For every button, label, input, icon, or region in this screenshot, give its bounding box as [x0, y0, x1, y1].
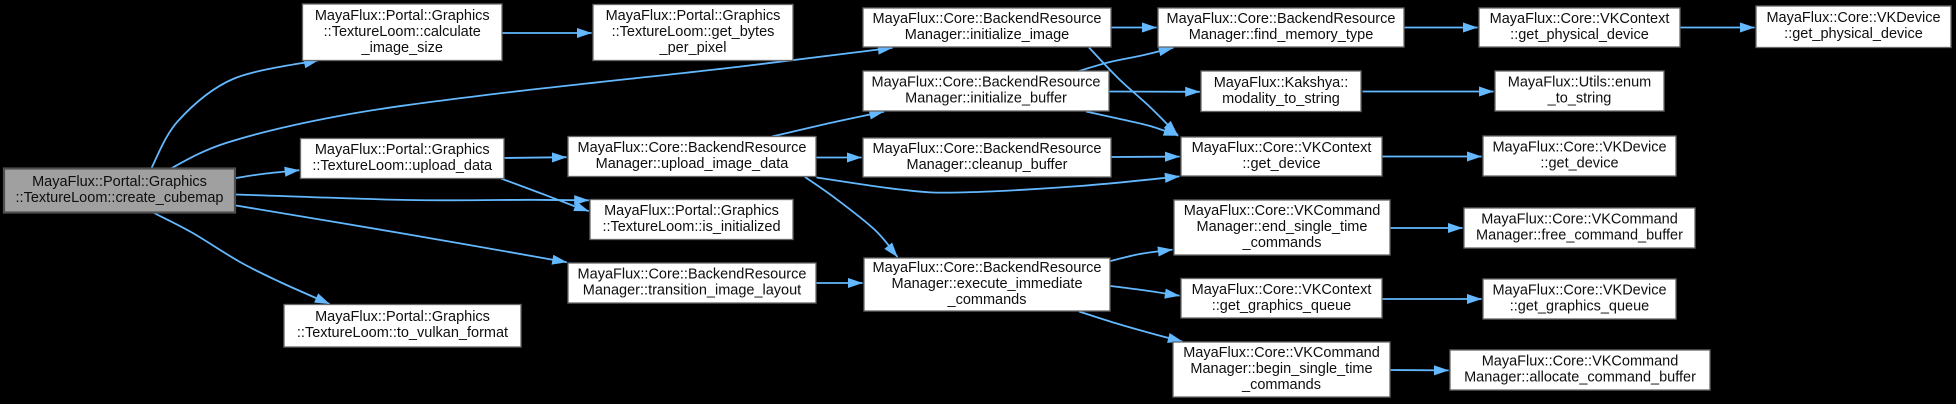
svg-text:MayaFlux::Core::VKDevice: MayaFlux::Core::VKDevice — [1492, 283, 1666, 299]
svg-text:_per_pixel: _per_pixel — [659, 40, 727, 56]
svg-text:MayaFlux::Portal::Graphics: MayaFlux::Portal::Graphics — [32, 174, 207, 190]
svg-text:MayaFlux::Core::BackendResourc: MayaFlux::Core::BackendResource — [872, 75, 1101, 91]
svg-text:Manager::find_memory_type: Manager::find_memory_type — [1189, 27, 1374, 43]
svg-text:MayaFlux::Core::BackendResourc: MayaFlux::Core::BackendResource — [873, 11, 1102, 27]
svg-text:Manager::allocate_command_buff: Manager::allocate_command_buffer — [1464, 370, 1696, 386]
svg-text:::get_physical_device: ::get_physical_device — [1784, 26, 1923, 42]
svg-text:_commands: _commands — [1241, 377, 1321, 393]
svg-text:MayaFlux::Core::VKCommand: MayaFlux::Core::VKCommand — [1184, 203, 1381, 219]
svg-text:_commands: _commands — [1242, 235, 1322, 251]
svg-text:MayaFlux::Core::BackendResourc: MayaFlux::Core::BackendResource — [873, 141, 1102, 157]
svg-text:::TextureLoom::get_bytes: ::TextureLoom::get_bytes — [612, 24, 775, 40]
svg-text:MayaFlux::Utils::enum: MayaFlux::Utils::enum — [1508, 75, 1651, 91]
svg-text:MayaFlux::Core::VKDevice: MayaFlux::Core::VKDevice — [1766, 10, 1940, 26]
svg-text:::TextureLoom::is_initialized: ::TextureLoom::is_initialized — [602, 219, 780, 235]
svg-text:Manager::execute_immediate: Manager::execute_immediate — [891, 276, 1082, 292]
svg-text:MayaFlux::Core::VKCommand: MayaFlux::Core::VKCommand — [1183, 345, 1380, 361]
svg-text:MayaFlux::Portal::Graphics: MayaFlux::Portal::Graphics — [315, 8, 490, 24]
svg-text:MayaFlux::Core::BackendResourc: MayaFlux::Core::BackendResource — [578, 140, 807, 156]
svg-text:MayaFlux::Core::VKDevice: MayaFlux::Core::VKDevice — [1492, 140, 1666, 156]
svg-text:MayaFlux::Portal::Graphics: MayaFlux::Portal::Graphics — [315, 309, 490, 325]
svg-text:::TextureLoom::upload_data: ::TextureLoom::upload_data — [312, 158, 493, 174]
svg-text:MayaFlux::Core::BackendResourc: MayaFlux::Core::BackendResource — [873, 260, 1102, 276]
svg-text:::get_graphics_queue: ::get_graphics_queue — [1510, 299, 1649, 315]
svg-text:::TextureLoom::to_vulkan_forma: ::TextureLoom::to_vulkan_format — [297, 325, 508, 341]
svg-text:_to_string: _to_string — [1547, 91, 1612, 107]
svg-text:MayaFlux::Core::VKContext: MayaFlux::Core::VKContext — [1490, 11, 1670, 27]
svg-text:MayaFlux::Core::VKCommand: MayaFlux::Core::VKCommand — [1481, 212, 1678, 228]
svg-text:MayaFlux::Core::VKContext: MayaFlux::Core::VKContext — [1192, 282, 1372, 298]
svg-text:Manager::end_single_time: Manager::end_single_time — [1197, 219, 1368, 235]
svg-text:MayaFlux::Portal::Graphics: MayaFlux::Portal::Graphics — [604, 203, 779, 219]
svg-text:MayaFlux::Kakshya::: MayaFlux::Kakshya:: — [1214, 75, 1349, 91]
svg-text:Manager::initialize_buffer: Manager::initialize_buffer — [905, 91, 1067, 107]
svg-text:MayaFlux::Portal::Graphics: MayaFlux::Portal::Graphics — [315, 142, 490, 158]
svg-text:::get_graphics_queue: ::get_graphics_queue — [1212, 298, 1351, 314]
svg-text:::get_physical_device: ::get_physical_device — [1510, 27, 1649, 43]
svg-text:MayaFlux::Core::VKContext: MayaFlux::Core::VKContext — [1192, 140, 1372, 156]
svg-text:::TextureLoom::create_cubemap: ::TextureLoom::create_cubemap — [16, 190, 224, 206]
svg-text:MayaFlux::Core::BackendResourc: MayaFlux::Core::BackendResource — [1167, 11, 1396, 27]
svg-text:::get_device: ::get_device — [1540, 156, 1618, 172]
svg-text:Manager::begin_single_time: Manager::begin_single_time — [1190, 361, 1372, 377]
svg-text:Manager::cleanup_buffer: Manager::cleanup_buffer — [907, 157, 1068, 173]
svg-text:MayaFlux::Core::BackendResourc: MayaFlux::Core::BackendResource — [578, 267, 807, 283]
svg-text:modality_to_string: modality_to_string — [1222, 91, 1340, 107]
svg-text:::TextureLoom::calculate: ::TextureLoom::calculate — [324, 24, 481, 40]
svg-text:_commands: _commands — [947, 292, 1027, 308]
svg-text:MayaFlux::Core::VKCommand: MayaFlux::Core::VKCommand — [1482, 354, 1679, 370]
svg-text:_image_size: _image_size — [361, 40, 443, 56]
svg-text:MayaFlux::Portal::Graphics: MayaFlux::Portal::Graphics — [606, 8, 781, 24]
svg-text:Manager::initialize_image: Manager::initialize_image — [905, 27, 1069, 43]
svg-text:Manager::free_command_buffer: Manager::free_command_buffer — [1476, 228, 1683, 244]
svg-text:Manager::upload_image_data: Manager::upload_image_data — [596, 156, 790, 172]
svg-text:::get_device: ::get_device — [1242, 156, 1320, 172]
svg-text:Manager::transition_image_layo: Manager::transition_image_layout — [583, 283, 801, 299]
